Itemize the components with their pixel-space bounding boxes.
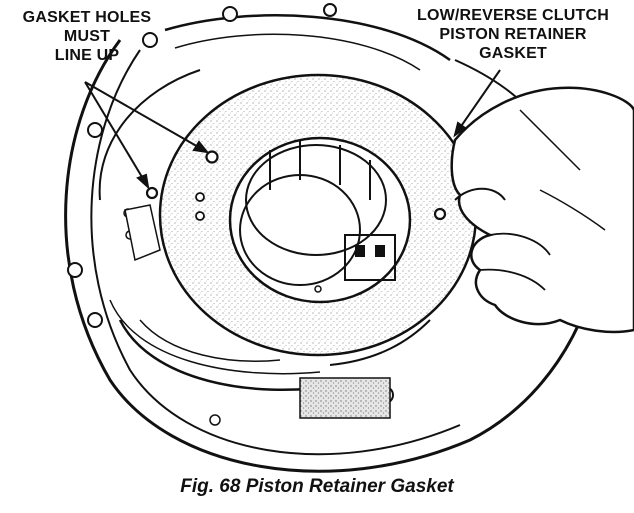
callout-left-line1: GASKET HOLES [22, 9, 152, 26]
hand-holding-gasket [450, 86, 634, 334]
gasket-name-callout: LOW/REVERSE CLUTCH PISTON RETAINER GASKE… [395, 6, 631, 63]
callout-left-line2: MUST [63, 28, 111, 45]
callout-left-line3: LINE UP [54, 47, 120, 64]
leader-lines [84, 69, 501, 190]
leader-line-left-hole [84, 81, 149, 188]
arrowhead-left-hole [136, 173, 150, 190]
leader-line-upper-hole [84, 81, 208, 153]
arrowhead-upper-hole [192, 140, 210, 154]
piston-hub [239, 140, 396, 293]
figure-caption: Fig. 68 Piston Retainer Gasket [180, 476, 454, 497]
retainer-gasket [145, 73, 478, 357]
gasket-holes-callout: GASKET HOLES MUST LINE UP [2, 8, 172, 65]
callout-right-line1: LOW/REVERSE CLUTCH [416, 7, 610, 24]
arrowhead-gasket [453, 121, 467, 138]
callout-right-line3: GASKET [479, 45, 547, 62]
retainer-ring [98, 69, 431, 419]
callout-right-line2: PISTON RETAINER [439, 26, 587, 43]
leader-line-gasket [454, 69, 501, 136]
